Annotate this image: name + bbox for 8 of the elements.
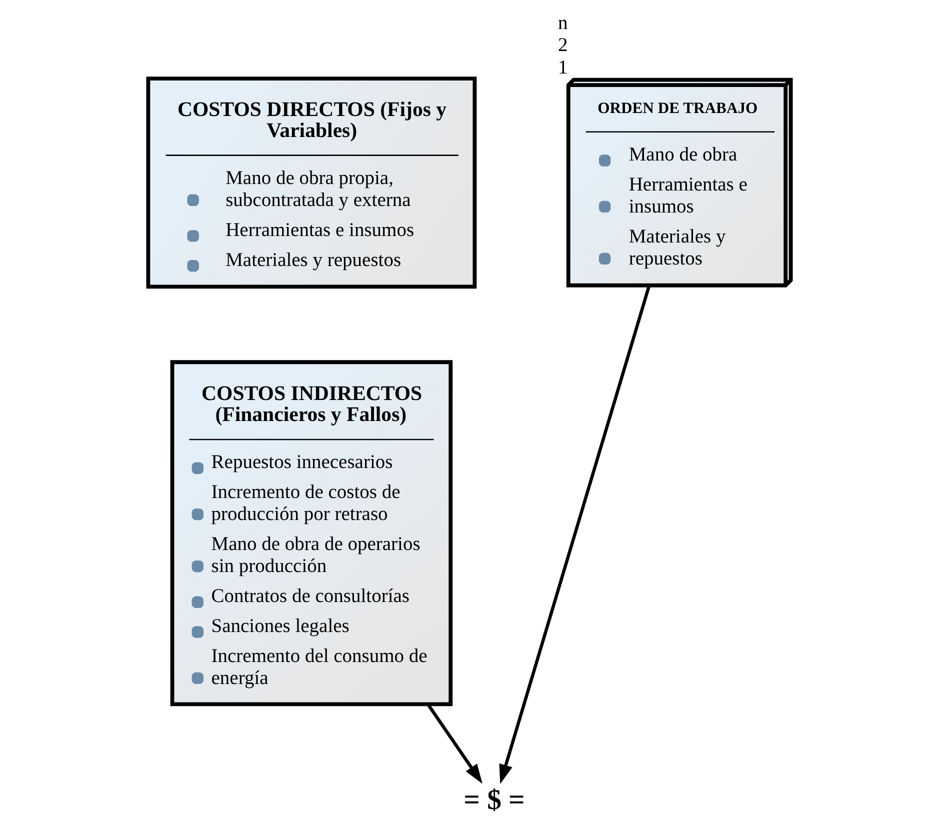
node-label: 1 [558, 57, 568, 78]
node-label: 2 [558, 35, 568, 56]
arrow [426, 704, 482, 784]
arrow [499, 285, 651, 784]
node-box: COSTOS DIRECTOS (Fijos y Variables) Mano de obra propia, subcontratada y externa Herramientas e insumos Materiales y repuestos [146, 76, 477, 289]
node-label: n [558, 13, 568, 34]
node-text: = $ = [464, 785, 525, 816]
node-box: COSTOS INDIRECTOS (Financieros y Fallos) Repuestos innecesarios Incremento de costos de producción por retraso Mano de obra de operarios sin producción Contratos de consultorías Sanciones legales Incremento del consumo de energía [170, 360, 453, 706]
